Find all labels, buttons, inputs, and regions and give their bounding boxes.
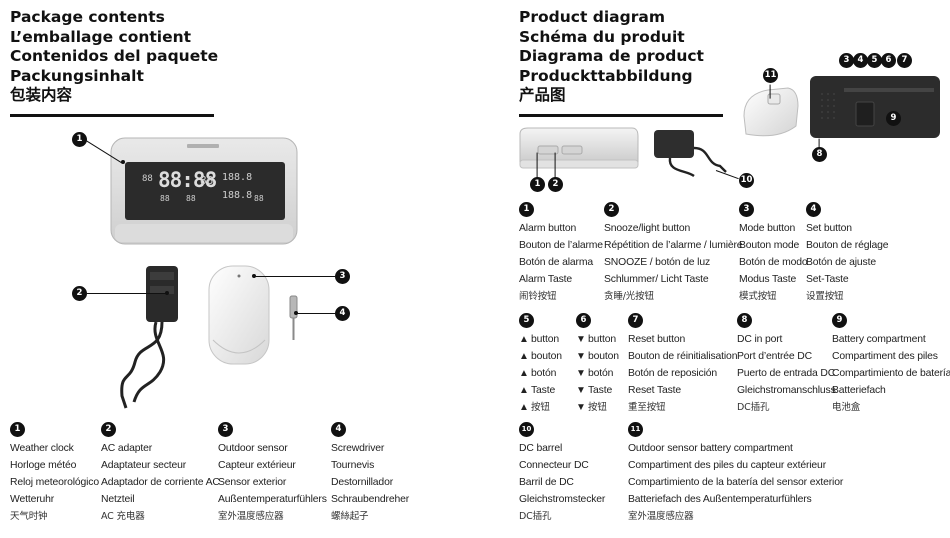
callout-r5-badge: 5 (867, 53, 882, 68)
callout-4-leader (296, 313, 335, 315)
legend-set-button: Set button Bouton de réglage Botón de aj… (806, 223, 889, 302)
callout-1-dot (121, 160, 125, 164)
legend-sensor-battery-compartment: Outdoor sensor battery compartment Compa… (628, 443, 844, 522)
legend-r-badge-2: 2 (604, 202, 619, 217)
clock-mid-digits: 88 (186, 194, 196, 203)
legend-r-badge-6: 6 (576, 313, 591, 328)
callout-r2-leader (554, 152, 556, 179)
legend-r-badge-1: 1 (519, 202, 534, 217)
down-arrow-icon: ▼ (576, 351, 586, 362)
legend-down-button: ▼button ▼bouton ▼botón ▼Taste ▼按钮 (576, 331, 619, 416)
legend-dc-in-port: DC in port Port d’entrée DC Puerto de en… (737, 334, 836, 413)
heading-en: Product diagram (519, 8, 665, 26)
callout-r1-badge: 1 (530, 177, 545, 192)
outdoor-sensor-illustration (208, 265, 270, 365)
legend-battery-compartment: Battery compartment Compartiment des pil… (832, 334, 950, 413)
clock-small-digits-b: 88 (200, 174, 214, 187)
heading-fr: Schéma du produit (519, 27, 685, 46)
legend-screwdriver: Screwdriver Tournevis Destornillador Sch… (331, 443, 410, 522)
clock-rear-view-illustration (810, 76, 940, 138)
callout-r8-leader (818, 138, 820, 149)
clock-bottom-right-digits: 188.8 (222, 190, 253, 201)
legend-badge-1: 1 (10, 422, 25, 437)
heading-es: Contenidos del paquete (10, 47, 219, 66)
callout-r2-badge: 2 (548, 177, 563, 192)
ac-adapter-illustration (120, 266, 178, 409)
up-arrow-icon: ▲ (519, 334, 529, 345)
clock-time-digits: 88:88 (158, 168, 217, 192)
legend-ac-adapter: AC adapter Adaptateur secteur Adaptador … (101, 443, 220, 522)
callout-2-dot (165, 291, 169, 295)
down-arrow-icon: ▼ (576, 402, 586, 413)
legend-reset-button: Reset button Bouton de réinitialisation … (628, 334, 738, 413)
up-arrow-icon: ▲ (519, 368, 529, 379)
clock-tag-digits-a: 88 (160, 194, 170, 203)
legend-r-badge-11: 11 (628, 422, 643, 437)
adapter-side-illustration (654, 130, 727, 178)
callout-2-leader (87, 293, 167, 295)
up-arrow-icon: ▲ (519, 402, 529, 413)
callout-r9-badge: 9 (886, 111, 901, 126)
clock-small-digits-a: 88 (142, 174, 153, 184)
up-arrow-icon: ▲ (519, 385, 529, 396)
clock-top-view-illustration (519, 127, 639, 169)
down-arrow-icon: ▼ (576, 368, 586, 379)
legend-dc-barrel: DC barrel Connecteur DC Barril de DC Gle… (519, 443, 606, 522)
clock-tag-digits-b: 88 (254, 194, 264, 203)
legend-r-badge-8: 8 (737, 313, 752, 328)
legend-r-badge-10: 10 (519, 422, 534, 437)
callout-4-badge: 4 (335, 306, 350, 321)
callout-r4-badge: 4 (853, 53, 868, 68)
callout-r7-badge: 7 (897, 53, 912, 68)
callout-r1-leader (536, 152, 538, 179)
callout-r10-badge: 10 (739, 173, 754, 188)
down-arrow-icon: ▼ (576, 334, 586, 345)
legend-outdoor-sensor: Outdoor sensor Capteur extérieur Sensor … (218, 443, 327, 522)
legend-r-badge-4: 4 (806, 202, 821, 217)
legend-badge-2: 2 (101, 422, 116, 437)
legend-alarm-button: Alarm button Bouton de l’alarme Botón de… (519, 223, 603, 302)
weather-clock-illustration (110, 137, 298, 245)
legend-up-button: ▲button ▲bouton ▲botón ▲Taste ▲按钮 (519, 331, 562, 416)
callout-1-badge: 1 (72, 132, 87, 147)
clock-top-right-digits: 188.8 (222, 172, 253, 183)
callout-3-badge: 3 (335, 269, 350, 284)
up-arrow-icon: ▲ (519, 351, 529, 362)
legend-r-badge-3: 3 (739, 202, 754, 217)
legend-r-badge-5: 5 (519, 313, 534, 328)
callout-3-dot (252, 274, 256, 278)
callout-3-leader (254, 276, 335, 278)
legend-r-badge-9: 9 (832, 313, 847, 328)
legend-r-badge-7: 7 (628, 313, 643, 328)
legend-mode-button: Mode button Bouton mode Botón de modo Mo… (739, 223, 808, 302)
heading-zh: 包装内容 (10, 86, 73, 105)
callout-r6-badge: 6 (881, 53, 896, 68)
down-arrow-icon: ▼ (576, 385, 586, 396)
legend-badge-3: 3 (218, 422, 233, 437)
right-heading: Product diagram Schéma du produit Diagra… (519, 8, 704, 106)
left-heading: Package contents L’emballage contient Co… (10, 8, 218, 106)
callout-r8-badge: 8 (812, 147, 827, 162)
callout-2-badge: 2 (72, 286, 87, 301)
screwdriver-illustration (289, 295, 298, 340)
outdoor-sensor-side-illustration (743, 87, 799, 137)
heading-de: Produckttabbildung (519, 66, 693, 85)
callout-4-dot (294, 311, 298, 315)
right-heading-rule (519, 114, 723, 117)
callout-r3-badge: 3 (839, 53, 854, 68)
heading-de: Packungsinhalt (10, 66, 144, 85)
callout-r11-badge: 11 (763, 68, 778, 83)
left-heading-rule (10, 114, 214, 117)
legend-snooze-button: Snooze/light button Répétition de l’alar… (604, 223, 743, 302)
heading-es: Diagrama de product (519, 47, 704, 66)
callout-r11-leader (769, 84, 771, 99)
legend-weather-clock: Weather clock Horloge météo Reloj meteor… (10, 443, 99, 522)
heading-zh: 产品图 (519, 86, 566, 105)
legend-badge-4: 4 (331, 422, 346, 437)
heading-fr: L’emballage contient (10, 27, 192, 46)
heading-en: Package contents (10, 8, 165, 26)
